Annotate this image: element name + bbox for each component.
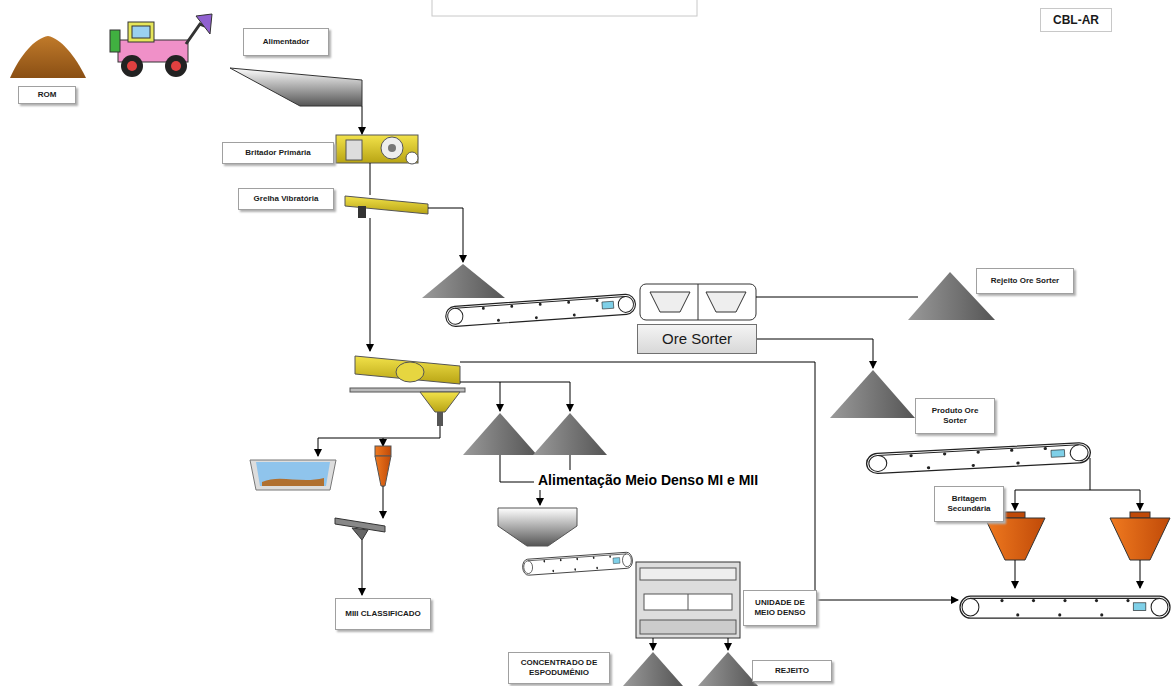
box-text: Alimentador (263, 37, 310, 47)
box-text: Rejeito Ore Sorter (991, 276, 1059, 286)
box-text: Produto Ore Sorter (921, 406, 989, 425)
label-box: Produto Ore Sorter (915, 398, 995, 434)
label-box: Rejeito Ore Sorter (976, 268, 1074, 294)
label-box: Britagem Secundária (934, 486, 1004, 522)
label-box: ROM (18, 86, 76, 104)
box-text: Grelha Vibratória (254, 194, 319, 204)
label-box: Grelha Vibratória (238, 188, 334, 210)
box-text: CBL-AR (1053, 13, 1099, 27)
stream-label: Alimentação Meio Denso MI e MII (534, 470, 762, 490)
box-text: MIII CLASSIFICADO (345, 609, 421, 619)
box-text: REJEITO (775, 666, 809, 676)
label-box: REJEITO (752, 660, 832, 682)
box-text: CONCENTRADO DE ESPODUMÊNIO (514, 658, 604, 677)
label-box: CBL-AR (1040, 8, 1112, 32)
label-box: Ore Sorter (637, 324, 757, 354)
box-text: ROM (38, 90, 57, 100)
label-box: MIII CLASSIFICADO (335, 598, 431, 630)
box-text: Britador Primária (245, 148, 310, 158)
label-box: UNIDADE DE MEIO DENSO (743, 590, 817, 626)
box-text: Britagem Secundária (940, 494, 998, 513)
label-box: Britador Primária (222, 142, 334, 164)
box-text: UNIDADE DE MEIO DENSO (749, 598, 811, 617)
label-box: Alimentador (243, 28, 329, 56)
box-text: Ore Sorter (662, 330, 732, 348)
label-box: CONCENTRADO DE ESPODUMÊNIO (508, 652, 610, 684)
